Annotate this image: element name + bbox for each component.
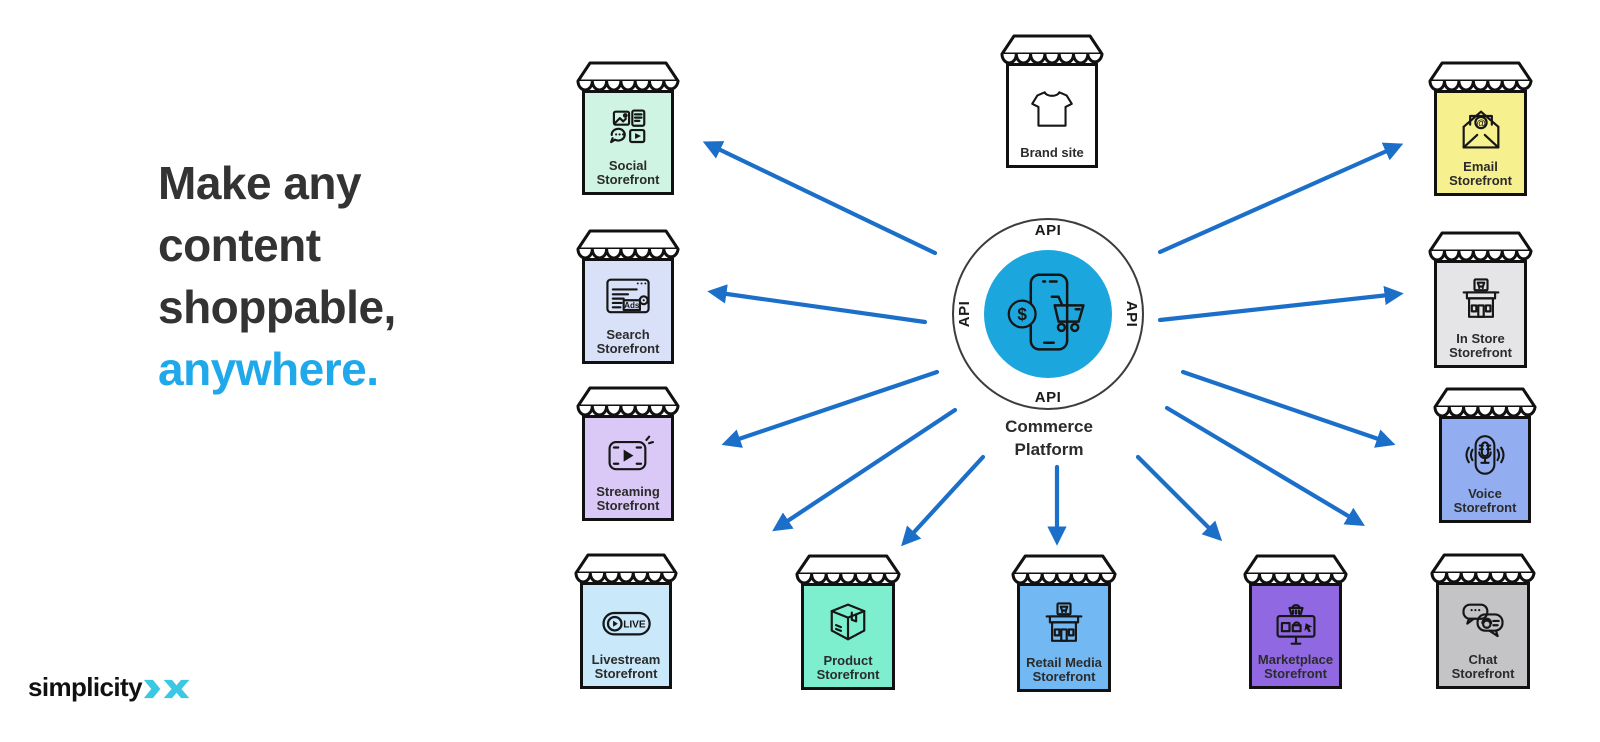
storefront-email: @ Email Storefront (1428, 60, 1533, 196)
storefront-chat-body: Chat Storefront (1436, 582, 1530, 689)
api-label-top: API (1034, 222, 1062, 239)
logo-wordmark: simplicity (28, 672, 143, 702)
arrow-to-in-store (1157, 285, 1404, 323)
store-building-icon (1462, 278, 1499, 319)
commerce-platform-label: Commerce Platform (1005, 417, 1093, 459)
storefront-label: Chat Storefront (1451, 651, 1515, 682)
retail-store-icon (1045, 602, 1083, 642)
mobile-commerce-icon: $ (1007, 273, 1085, 351)
storefront-chat: Chat Storefront (1430, 552, 1536, 689)
headline-line-2: content (158, 219, 321, 271)
storefront-streaming: Streaming Storefront (576, 385, 680, 521)
storefront-awning (1428, 231, 1533, 262)
api-label-left: API (955, 300, 973, 328)
storefront-in-store-body: In Store Storefront (1434, 260, 1527, 368)
headline: Make any content shoppable, anywhere. (158, 152, 396, 400)
storefront-awning (795, 554, 901, 585)
svg-text:$: $ (1017, 304, 1027, 324)
storefront-voice-body: Voice Storefront (1439, 416, 1531, 523)
storefront-label: Marketplace Storefront (1257, 651, 1334, 682)
storefront-product-body: Product Storefront (801, 583, 895, 690)
storefront-voice: Voice Storefront (1433, 386, 1537, 523)
headline-accent: anywhere. (158, 343, 379, 395)
arrow-to-chat (1164, 405, 1365, 526)
storefront-retail-media-body: Retail Media Storefront (1017, 583, 1111, 692)
storefront-social: Social Storefront (576, 60, 680, 195)
storefront-awning (1011, 554, 1117, 585)
arrow-to-voice (1180, 369, 1396, 448)
tshirt-icon (1031, 91, 1073, 127)
svg-text:LIVE: LIVE (623, 620, 646, 631)
arrow-to-livestream (772, 407, 958, 532)
storefront-marketplace-body: Marketplace Storefront (1249, 583, 1342, 689)
storefront-label: Livestream Storefront (591, 651, 661, 682)
arrow-to-social (702, 141, 938, 256)
arrow-to-search (707, 284, 928, 325)
storefront-search: Ads Search Storefront (576, 228, 680, 364)
social-media-icon (610, 109, 646, 144)
api-label-right: API (1123, 300, 1141, 328)
storefront-label: In Store Storefront (1449, 330, 1512, 361)
storefront-awning (1428, 61, 1533, 92)
arrow-to-streaming (721, 369, 940, 448)
storefront-label: Product Storefront (816, 652, 880, 683)
search-ads-icon: Ads (606, 279, 650, 314)
svg-text:@: @ (1476, 119, 1486, 130)
storefront-awning (576, 386, 680, 417)
storefront-brand-site: Brand site (1000, 33, 1104, 168)
storefront-social-body: Social Storefront (582, 90, 674, 195)
commerce-platform-hub: API API API API $ (952, 218, 1144, 410)
headline-line-1: Make any (158, 157, 362, 209)
storefront-retail-media: Retail Media Storefront (1011, 553, 1117, 692)
storefront-search-body: Ads Search Storefront (582, 258, 674, 364)
arrow-to-email (1157, 142, 1404, 255)
email-envelope-icon: @ (1462, 111, 1499, 149)
marketplace-monitor-icon (1276, 604, 1315, 646)
storefront-label: Streaming Storefront (596, 483, 660, 514)
storefront-awning (576, 229, 680, 260)
api-label-bottom: API (1034, 389, 1062, 406)
storefront-brand-site-body: Brand site (1006, 63, 1098, 168)
storefront-awning (576, 61, 680, 92)
storefront-awning (1000, 34, 1104, 65)
chat-support-icon (1462, 603, 1504, 638)
package-box-icon (830, 603, 866, 641)
storefront-awning (574, 553, 678, 584)
hub-blue-circle: $ (984, 250, 1112, 378)
storefront-label: Retail Media Storefront (1026, 654, 1102, 685)
storefront-label: Brand site (1020, 145, 1084, 161)
storefront-awning (1433, 387, 1537, 418)
dx-logo-icon (143, 679, 190, 698)
headline-line-3: shoppable, (158, 281, 396, 333)
svg-text:Ads: Ads (624, 301, 640, 310)
storefront-awning (1430, 553, 1536, 584)
storefront-product: Product Storefront (795, 553, 901, 690)
livestream-icon: LIVE (602, 611, 651, 636)
storefront-awning (1243, 554, 1348, 585)
storefront-email-body: @ Email Storefront (1434, 90, 1527, 196)
arrow-to-product (901, 454, 986, 547)
voice-microphone-icon (1465, 435, 1505, 475)
storefront-label: Voice Storefront (1453, 485, 1517, 516)
storefront-label: Search Storefront (596, 326, 660, 357)
storefront-livestream-body: LIVE Livestream Storefront (580, 582, 672, 689)
arrow-to-marketplace (1135, 454, 1223, 542)
storefront-in-store: In Store Storefront (1428, 230, 1533, 368)
storefront-livestream: LIVE Livestream Storefront (574, 552, 678, 689)
streaming-video-icon (608, 436, 654, 471)
storefront-label: Email Storefront (1449, 158, 1512, 189)
storefront-streaming-body: Streaming Storefront (582, 415, 674, 521)
storefront-marketplace: Marketplace Storefront (1243, 553, 1348, 689)
simplicitydx-logo: simplicity (28, 672, 191, 703)
storefront-label: Social Storefront (596, 157, 660, 188)
